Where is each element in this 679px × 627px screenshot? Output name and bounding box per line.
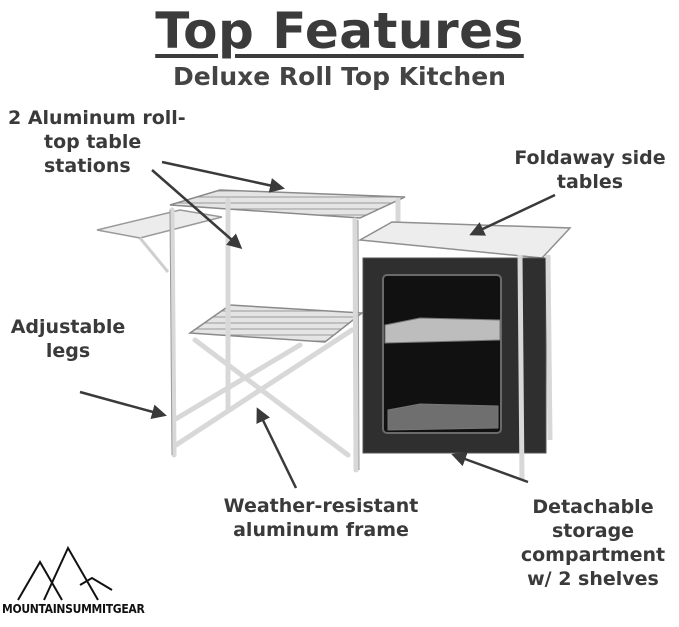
upper-roll-top-table: [169, 189, 406, 219]
legs-line-2: legs: [45, 340, 91, 362]
legs-line-1: Adjustable: [10, 316, 126, 338]
storage-line-1: Detachable: [532, 496, 654, 518]
frame-line-2: aluminum frame: [233, 519, 409, 541]
roll-top-line-3: stations: [44, 155, 131, 177]
storage-line-2: storage: [551, 520, 635, 542]
side-tables-line-2: tables: [556, 171, 624, 193]
page-title: Top Features: [155, 2, 524, 60]
storage-line-3: compartment: [520, 544, 666, 566]
label-detachable-storage: Detachable storage compartment w/ 2 shel…: [512, 495, 674, 591]
brand-logo-mountains: [17, 545, 113, 601]
label-foldaway-side-tables: Foldaway side tables: [505, 146, 675, 194]
side-tables-line-1: Foldaway side: [514, 147, 666, 169]
storage-line-4: w/ 2 shelves: [527, 568, 659, 590]
storage-cabinet: [357, 221, 572, 481]
left-side-table: [96, 209, 223, 273]
frame-line-1: Weather-resistant: [223, 495, 419, 517]
callout-arrows: [79, 160, 556, 489]
label-weather-resistant-frame: Weather-resistant aluminum frame: [212, 494, 430, 542]
brand-name: MOUNTAINSUMMITGEAR: [2, 602, 145, 616]
lower-roll-top-table: [187, 304, 365, 343]
label-adjustable-legs: Adjustable legs: [2, 315, 134, 363]
roll-top-line-2: top table: [44, 131, 142, 153]
label-roll-top-tables: 2 Aluminum roll- top table stations: [8, 106, 198, 178]
page-subtitle: Deluxe Roll Top Kitchen: [173, 62, 506, 91]
aluminum-frame: [169, 197, 401, 473]
roll-top-line-1: 2 Aluminum roll-: [8, 107, 186, 129]
